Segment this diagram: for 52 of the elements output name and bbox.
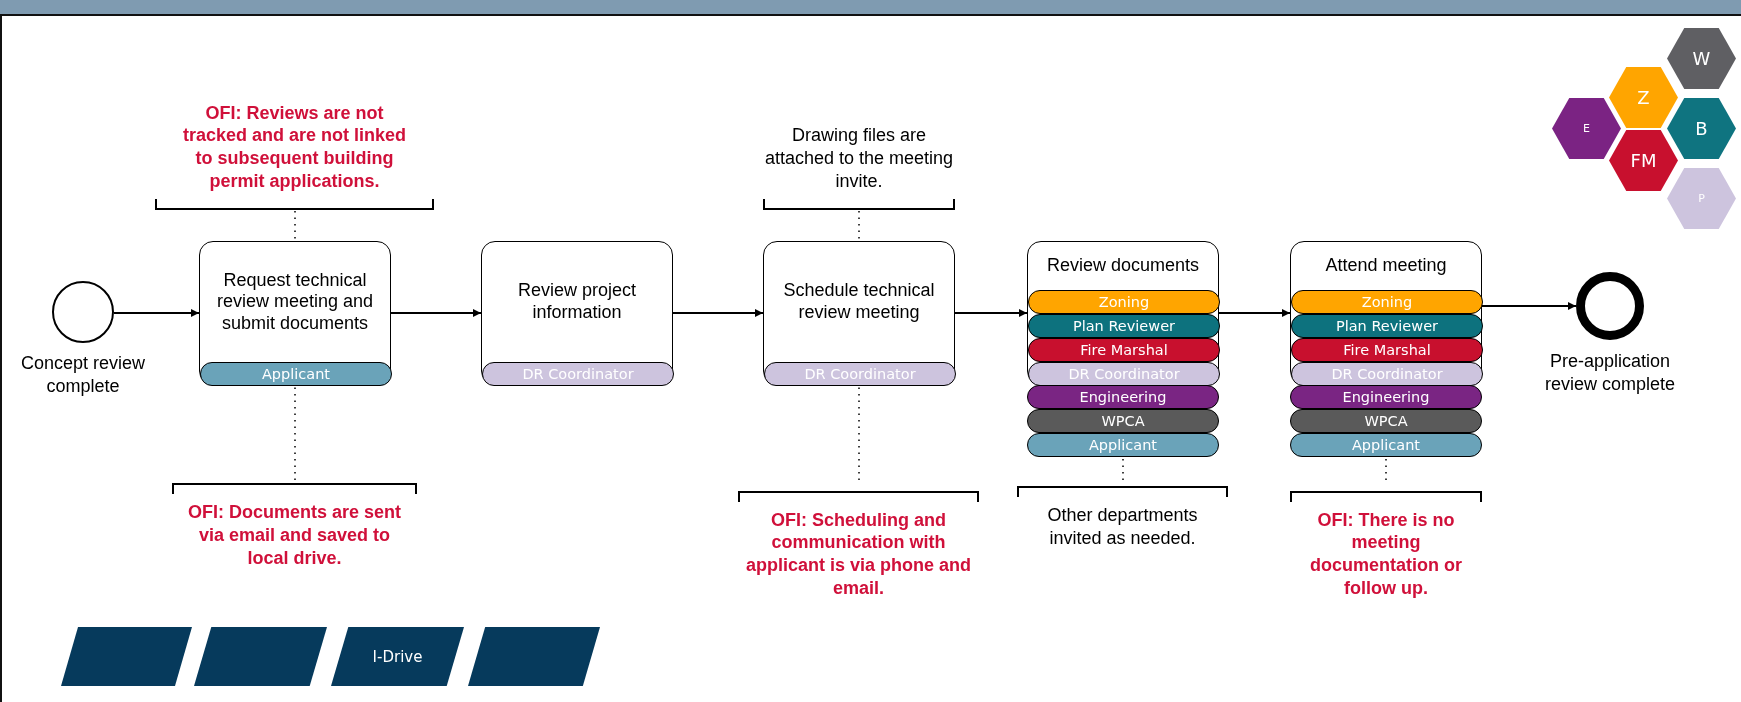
role-pill: Engineering xyxy=(1027,385,1219,409)
association-line xyxy=(294,210,296,242)
improvement-note: OFI: There is no meeting documentation or follow up. xyxy=(1309,508,1463,600)
sequence-arrow xyxy=(672,309,764,317)
hexagon-tag: FM xyxy=(1609,130,1678,191)
improvement-note: OFI: Documents are sent via email and saved to local drive. xyxy=(186,501,402,570)
task-label: Request technical review meeting and submit documents xyxy=(215,268,375,335)
hexagon-tag: P xyxy=(1667,168,1736,229)
role-pill: Applicant xyxy=(1290,433,1482,457)
hexagon-tag: E xyxy=(1552,98,1621,159)
association-line xyxy=(1385,456,1387,481)
role-pill: Fire Marshal xyxy=(1291,338,1483,362)
task-box xyxy=(1290,241,1482,385)
annotation-note: Other departments invited as needed. xyxy=(1046,504,1199,550)
task-box xyxy=(1027,241,1219,385)
role-pill: Engineering xyxy=(1290,385,1482,409)
task-label: Attend meeting xyxy=(1324,254,1448,278)
role-pill: DR Coordinator xyxy=(1028,362,1220,386)
task-label: Schedule technical review meeting xyxy=(782,279,936,324)
sequence-arrow xyxy=(1218,309,1291,317)
role-pill: Fire Marshal xyxy=(1028,338,1220,362)
association-line xyxy=(1122,456,1124,481)
hexagon-tag: Z xyxy=(1609,67,1678,128)
task-label: Review project information xyxy=(516,279,637,324)
role-pill: DR Coordinator xyxy=(482,362,674,386)
improvement-note: OFI: Scheduling and communication with applicant is via phone and email. xyxy=(744,508,972,600)
task-label: Review documents xyxy=(1045,254,1201,278)
sequence-arrow xyxy=(954,309,1028,317)
role-pill: Zoning xyxy=(1028,290,1220,314)
sequence-arrow xyxy=(113,309,200,317)
hexagon-tag: B xyxy=(1667,98,1736,159)
role-pill: Plan Reviewer xyxy=(1028,314,1220,338)
task-box xyxy=(199,241,391,385)
task-box xyxy=(481,241,673,385)
event-label: Pre-application review complete xyxy=(1543,350,1677,395)
tool-parallelogram: I-Drive xyxy=(331,627,464,686)
task-box xyxy=(763,241,955,385)
sequence-arrow xyxy=(1481,302,1577,310)
role-pill: Applicant xyxy=(200,362,392,386)
sequence-arrow xyxy=(390,309,482,317)
role-pill: DR Coordinator xyxy=(1291,362,1483,386)
role-pill: Plan Reviewer xyxy=(1291,314,1483,338)
role-pill: Applicant xyxy=(1027,433,1219,457)
role-pill: WPCA xyxy=(1027,409,1219,433)
annotation-note: Drawing files are attached to the meeting invite. xyxy=(764,124,954,193)
role-pill: WPCA xyxy=(1290,409,1482,433)
hexagon-tag: W xyxy=(1667,28,1736,89)
improvement-note: OFI: Reviews are not tracked and are not linked to subsequent building permit applications. xyxy=(181,101,408,193)
association-line xyxy=(858,210,860,242)
role-pill: Zoning xyxy=(1291,290,1483,314)
role-pill: DR Coordinator xyxy=(764,362,956,386)
event-label: Concept review complete xyxy=(19,352,147,397)
